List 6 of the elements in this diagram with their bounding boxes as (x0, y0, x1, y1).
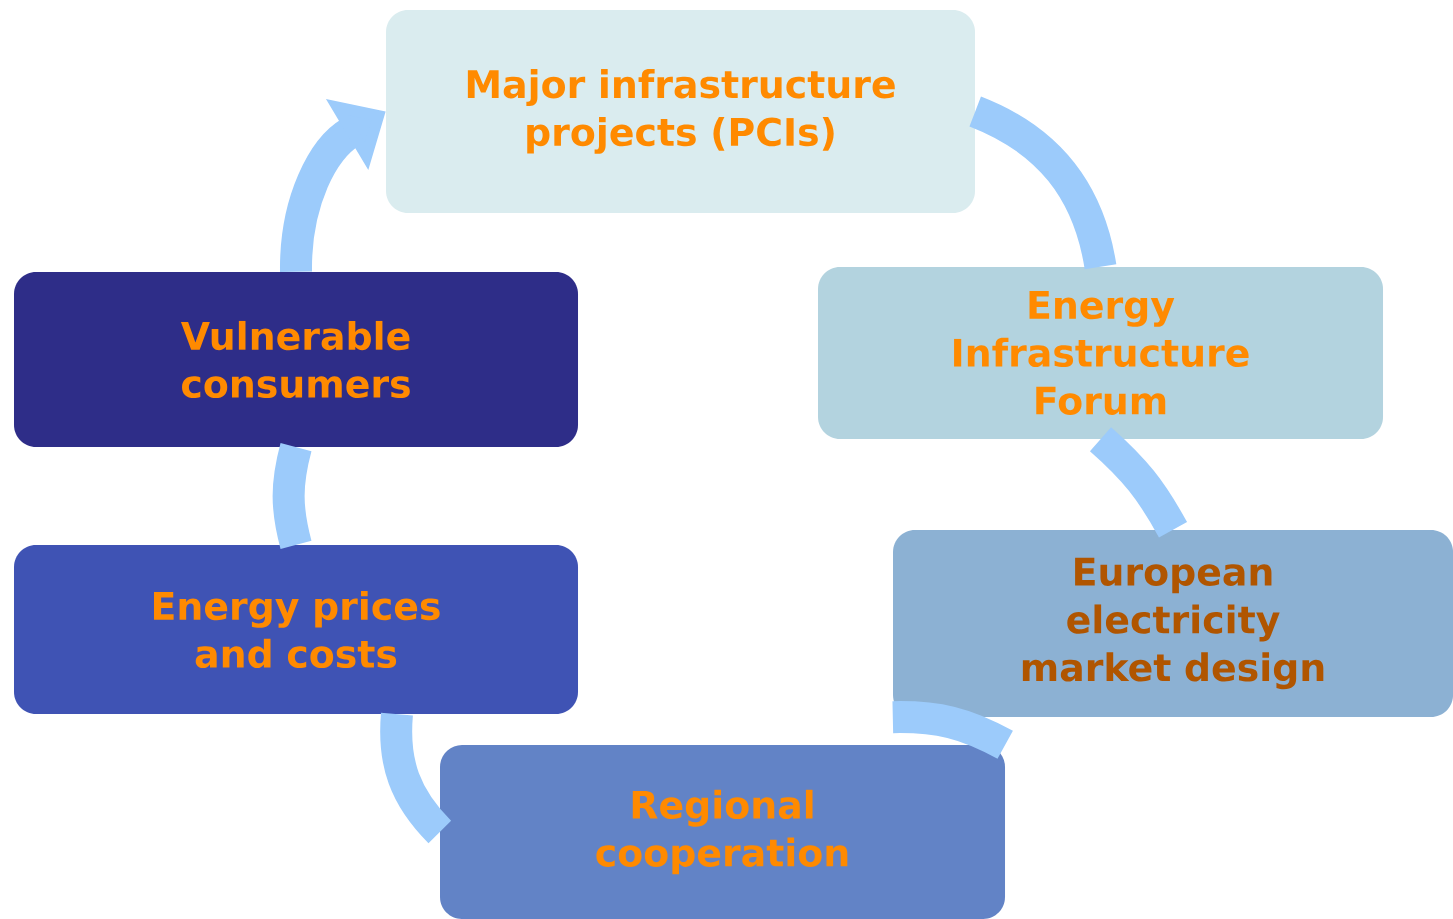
process-box: Energy prices and costs (14, 545, 578, 714)
process-box: Vulnerable consumers (14, 272, 578, 447)
process-box: Energy Infrastructure Forum (818, 267, 1383, 439)
process-box: Regional cooperation (440, 745, 1005, 919)
process-box: European electricity market design (893, 530, 1453, 717)
process-box: Major infrastructure projects (PCIs) (386, 10, 975, 213)
